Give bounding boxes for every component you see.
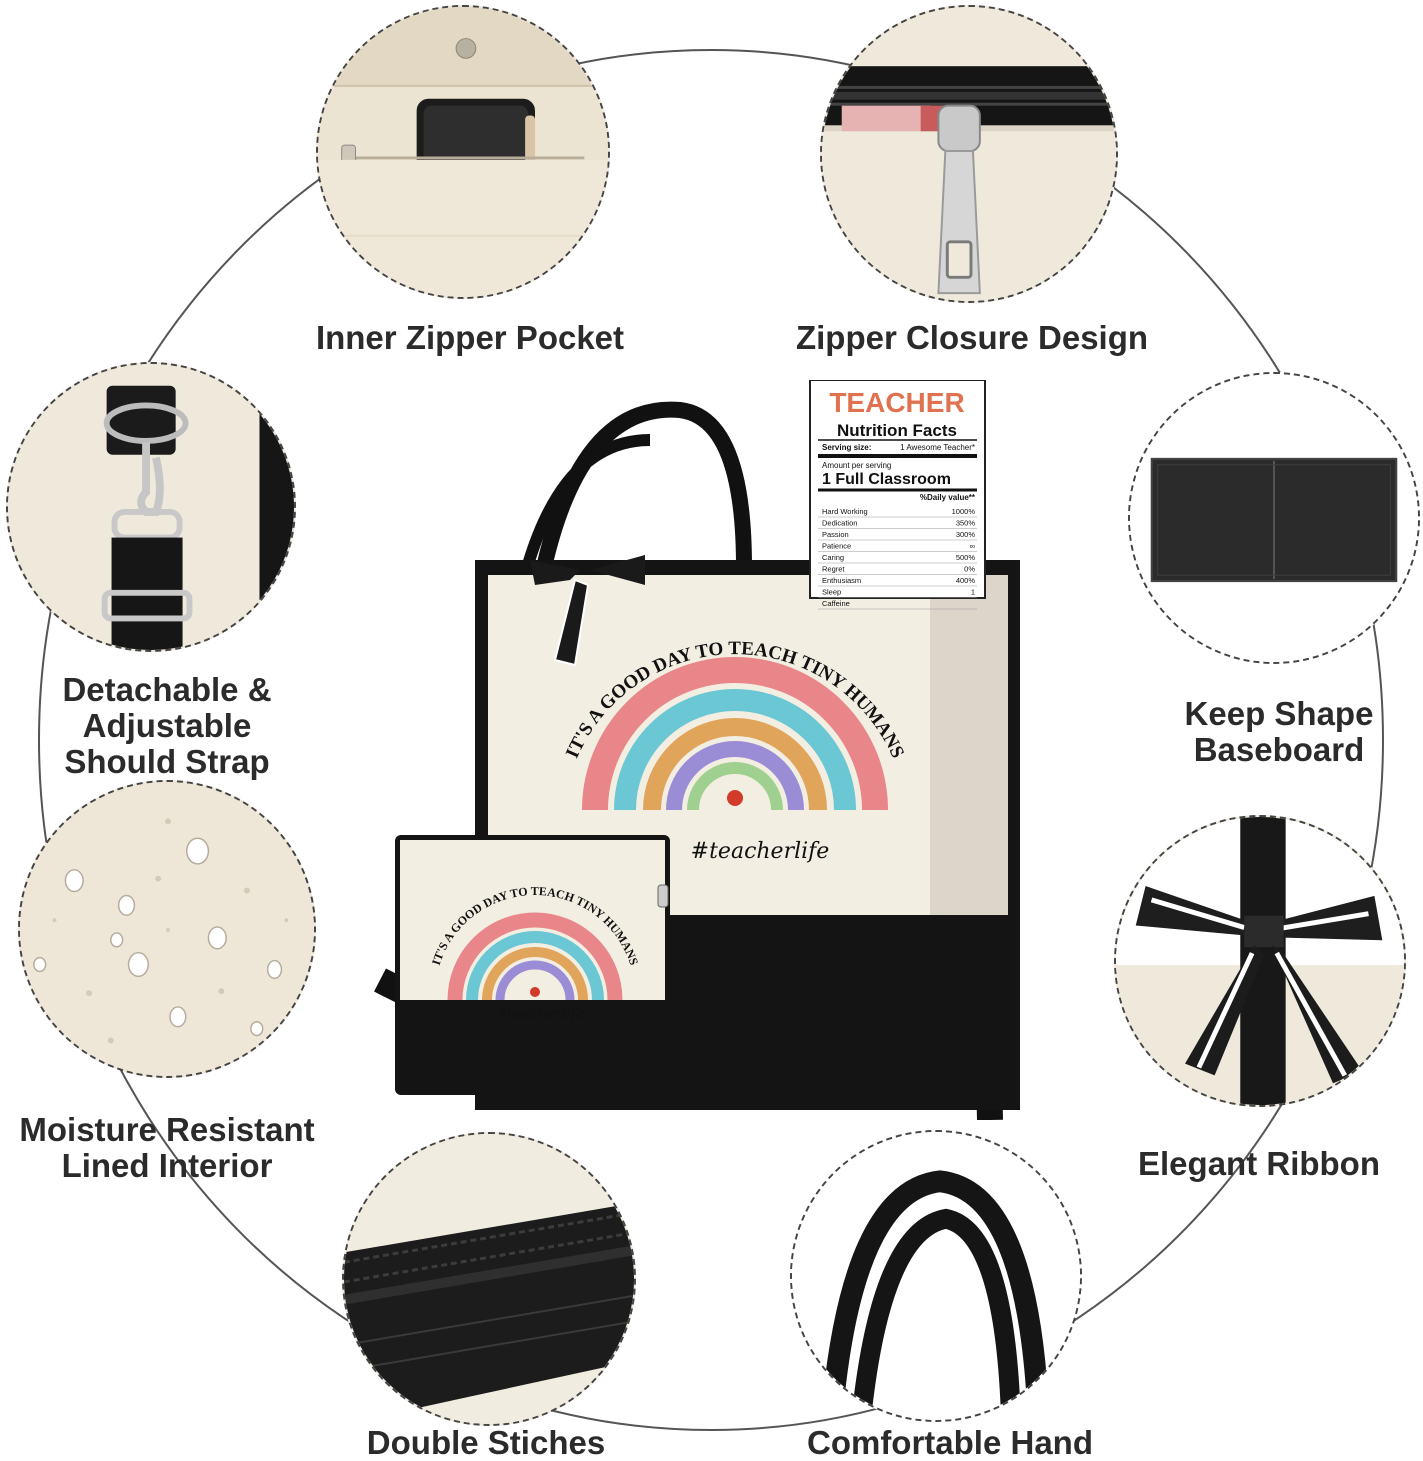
pouch-rainbow	[447, 912, 623, 1001]
card-row-value: 1	[971, 588, 975, 597]
detachable-strap-image	[6, 362, 296, 652]
caption-line: Moisture Resistant	[19, 1111, 315, 1148]
caption-line: Keep Shape	[1184, 695, 1374, 732]
caption-line: Lined Interior	[61, 1147, 273, 1184]
card-row-value: 400%	[956, 576, 976, 585]
tote-bag-product-image: TEACHER Nutrition Facts Serving size: 1 …	[360, 380, 1060, 1120]
card-title: TEACHER	[829, 387, 964, 418]
card-row-name: Hard Working	[822, 507, 868, 516]
double-stiches-image	[342, 1132, 636, 1426]
card-subtitle: Nutrition Facts	[837, 421, 957, 440]
caption-moisture-resistant: Moisture Resistant Lined Interior	[0, 1112, 334, 1184]
card-row-name: Caring	[822, 553, 844, 562]
card-row-value: 300%	[956, 530, 976, 539]
card-row-value: 0%	[964, 565, 975, 574]
card-serving-value: 1 Awesome Teacher*	[900, 443, 975, 452]
card-row-value: 350%	[956, 519, 976, 528]
card-row-name: Patience	[822, 542, 851, 551]
caption-line: Adjustable	[82, 707, 252, 744]
inner-zipper-pocket-image	[316, 5, 610, 299]
bag-hashtag: #teacherlife	[691, 839, 830, 864]
card-row-value: 1000%	[952, 507, 976, 516]
card-row-name: Enthusiasm	[822, 576, 861, 585]
card-serving-label: Serving size:	[822, 443, 871, 452]
caption-double-stiches: Double Stiches	[366, 1424, 606, 1461]
card-row-name: Sleep	[822, 588, 841, 597]
bag-rainbow	[582, 657, 888, 811]
caption-inner-zipper-pocket: Inner Zipper Pocket	[315, 319, 625, 356]
card-row-name: Regret	[822, 565, 845, 574]
card-amount-label: Amount per serving	[822, 461, 891, 470]
caption-keep-shape: Keep Shape Baseboard	[1138, 696, 1420, 768]
card-row-value: 500%	[956, 553, 976, 562]
pouch-hashtag: #teacherlife	[496, 1006, 584, 1022]
keep-shape-baseboard-image	[1128, 372, 1420, 664]
card-dv-label: %Daily value**	[920, 493, 976, 502]
comfortable-hand-image	[790, 1130, 1082, 1422]
card-row-value: ∞	[970, 542, 975, 551]
card-row-name: Passion	[822, 530, 849, 539]
moisture-resistant-image	[18, 780, 316, 1078]
card-amount-value: 1 Full Classroom	[822, 471, 951, 488]
zipper-closure-image	[820, 5, 1118, 303]
elegant-ribbon-image	[1114, 815, 1406, 1107]
caption-line: Baseboard	[1193, 731, 1365, 768]
caption-detachable-strap: Detachable & Adjustable Should Strap	[0, 672, 334, 780]
caption-line: Should Strap	[64, 743, 270, 780]
card-row-name: Dedication	[822, 519, 857, 528]
caption-zipper-closure: Zipper Closure Design	[795, 319, 1149, 356]
caption-comfortable-hand: Comfortable Hand	[806, 1424, 1093, 1461]
card-row-name: Caffeine	[822, 599, 850, 608]
caption-elegant-ribbon: Elegant Ribbon	[1138, 1145, 1380, 1182]
caption-line: Detachable &	[62, 671, 272, 708]
